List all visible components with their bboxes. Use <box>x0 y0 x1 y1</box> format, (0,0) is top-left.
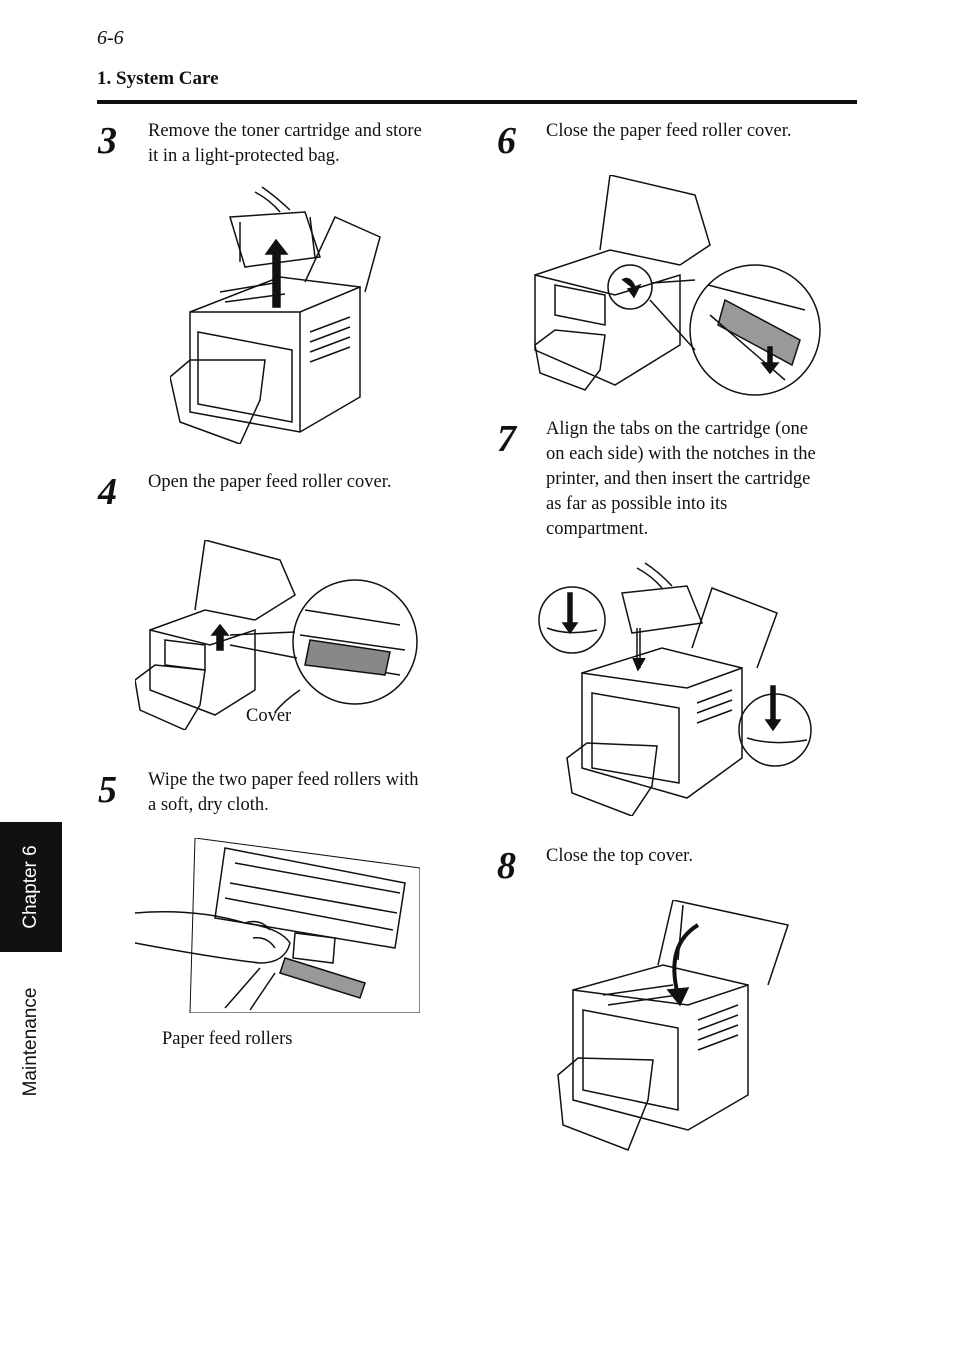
step-5-number: 5 <box>98 769 117 811</box>
step-3-text: Remove the toner cartridge and store it … <box>148 121 422 166</box>
step-6-number: 6 <box>497 120 516 162</box>
step-7-number: 7 <box>497 418 516 460</box>
chapter-tab: Chapter 6 <box>0 822 62 952</box>
close-top-cover-illustration <box>553 900 798 1155</box>
step-3-number: 3 <box>98 120 117 162</box>
paper-feed-rollers-caption: Paper feed rollers <box>162 1029 293 1049</box>
page-number: 6-6 <box>97 27 124 49</box>
step-7-text: Align the tabs on the cartridge (one on … <box>546 419 816 539</box>
wipe-rollers-illustration <box>135 838 420 1013</box>
step-8-number: 8 <box>497 845 516 887</box>
header-rule <box>97 100 857 104</box>
section-title: 1. System Care <box>97 68 219 89</box>
insert-cartridge-illustration <box>537 558 817 816</box>
step-5-text: Wipe the two paper feed rollers with a s… <box>148 770 419 815</box>
step-8-text: Close the top cover. <box>546 846 693 866</box>
step-6-text: Close the paper feed roller cover. <box>546 121 792 141</box>
step-4-text: Open the paper feed roller cover. <box>148 472 392 492</box>
close-roller-cover-illustration <box>530 175 822 400</box>
maintenance-tab: Maintenance <box>20 987 41 1097</box>
step-4-number: 4 <box>98 471 117 513</box>
printer-remove-cartridge-illustration <box>170 182 390 444</box>
cover-caption: Cover <box>246 706 292 726</box>
open-roller-cover-illustration <box>135 540 420 730</box>
